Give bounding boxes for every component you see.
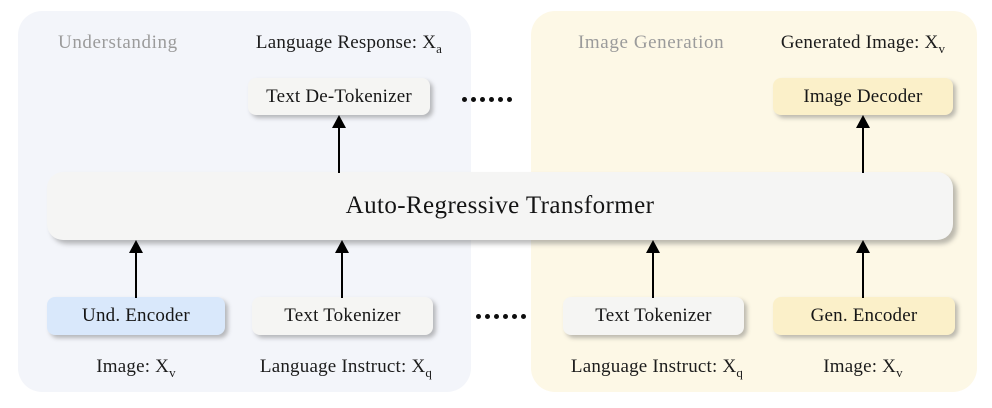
arrow-shaft (861, 251, 865, 298)
dot (521, 314, 526, 319)
arrowhead-icon (332, 115, 346, 128)
ellipsis-icon-top (462, 97, 512, 102)
arrowhead-icon (856, 115, 870, 128)
language-instruct-label-understanding: Language Instruct: Xq (246, 356, 446, 380)
und-encoder-box: Und. Encoder (47, 297, 225, 335)
text-tokenizer-box-generation: Text Tokenizer (563, 297, 744, 335)
gen-encoder-box: Gen. Encoder (773, 297, 955, 335)
text-detokenizer-box: Text De-Tokenizer (248, 78, 430, 115)
arrowhead-icon (335, 240, 349, 253)
language-instruct-text-understanding: Language Instruct: X (259, 356, 426, 377)
dot (512, 314, 517, 319)
image-decoder-label: Image Decoder (803, 85, 923, 107)
arrow-shaft (340, 251, 344, 298)
arrow-shaft (134, 251, 138, 298)
dot (498, 97, 503, 102)
auto-regressive-transformer-box: Auto-Regressive Transformer (47, 172, 953, 240)
image-generation-section-label: Image Generation (578, 32, 725, 53)
language-instruct-subscript-generation: q (736, 364, 744, 380)
arrow-shaft (651, 251, 655, 298)
arrow-up-from-und-encoder (128, 240, 144, 298)
ellipsis-icon-bottom (476, 314, 526, 319)
language-response-label: Language Response: Xa (239, 32, 459, 56)
text-tokenizer-box-understanding: Text Tokenizer (252, 297, 433, 335)
language-instruct-text-generation: Language Instruct: X (570, 356, 737, 377)
generated-image-label: Generated Image: Xv (753, 32, 973, 56)
generated-image-text: Generated Image: X (780, 32, 939, 53)
arrow-up-from-gen-encoder (855, 240, 871, 298)
arrowhead-icon (129, 240, 143, 253)
auto-regressive-transformer-label: Auto-Regressive Transformer (345, 192, 655, 219)
dot (494, 314, 499, 319)
dot (476, 314, 481, 319)
image-input-text-generation: Image: X (823, 356, 897, 377)
dot (507, 97, 512, 102)
text-tokenizer-label-generation: Text Tokenizer (595, 305, 712, 326)
image-input-label-generation: Image: Xv (783, 356, 943, 380)
image-decoder-box: Image Decoder (773, 78, 953, 115)
image-input-subscript-understanding: v (169, 364, 176, 380)
arrow-up-from-text-tokenizer-generation (645, 240, 661, 298)
dot (489, 97, 494, 102)
arrow-shaft (861, 126, 865, 173)
generated-image-subscript: v (938, 40, 946, 56)
dot (462, 97, 467, 102)
arrow-up-to-image-decoder (855, 115, 871, 173)
und-encoder-label: Und. Encoder (82, 305, 190, 326)
arrowhead-icon (856, 240, 870, 253)
dot (471, 97, 476, 102)
dot (485, 314, 490, 319)
arrow-shaft (337, 126, 341, 173)
image-input-label-understanding: Image: Xv (56, 356, 216, 380)
arrowhead-icon (646, 240, 660, 253)
gen-encoder-label: Gen. Encoder (810, 305, 918, 326)
language-instruct-subscript-understanding: q (425, 364, 433, 380)
image-input-text-understanding: Image: X (96, 356, 170, 377)
text-tokenizer-label-understanding: Text Tokenizer (284, 305, 401, 326)
dot (503, 314, 508, 319)
text-detokenizer-label: Text De-Tokenizer (266, 85, 412, 107)
arrow-up-from-text-tokenizer-understanding (334, 240, 350, 298)
understanding-section-label: Understanding (58, 32, 178, 53)
language-response-subscript: a (436, 40, 443, 56)
language-instruct-label-generation: Language Instruct: Xq (557, 356, 757, 380)
dot (480, 97, 485, 102)
language-response-text: Language Response: X (255, 32, 437, 53)
arrow-up-to-text-detokenizer (331, 115, 347, 173)
image-input-subscript-generation: v (896, 364, 903, 380)
